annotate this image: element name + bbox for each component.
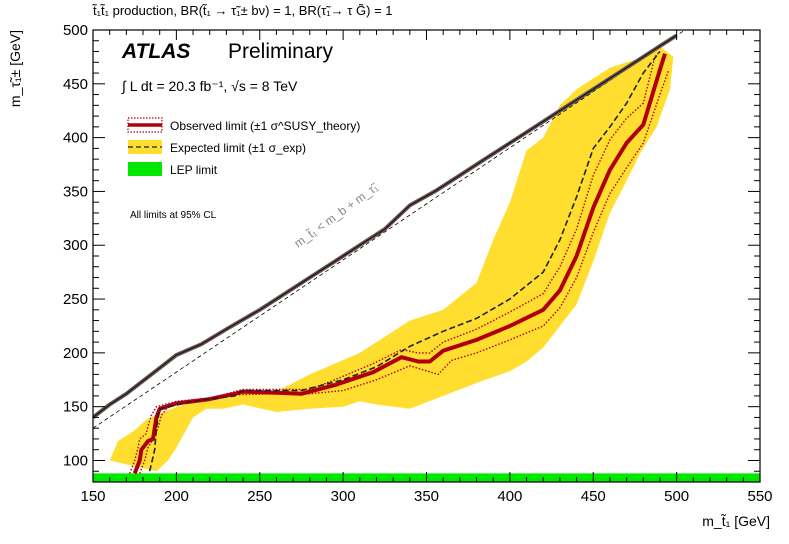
- y-tick-label: 400: [63, 130, 88, 147]
- y-tick-label: 500: [63, 22, 88, 39]
- expected-band-layer: [109, 46, 674, 472]
- legend-lep-label: LEP limit: [170, 163, 218, 177]
- x-tick-label: 550: [747, 488, 772, 505]
- y-axis-label: m_τ̃₁± [GeV]: [7, 30, 23, 107]
- y-tick-label: 450: [63, 76, 88, 93]
- x-tick-label: 200: [164, 488, 189, 505]
- expected-band: [109, 46, 674, 472]
- observed-limit-line: [132, 53, 667, 475]
- luminosity-label: ∫ L dt = 20.3 fb⁻¹, √s = 8 TeV: [121, 78, 298, 94]
- cl-note: All limits at 95% CL: [130, 210, 217, 221]
- x-tick-label: 500: [664, 488, 689, 505]
- expected-limit-line: [148, 51, 661, 472]
- preliminary-label: Preliminary: [228, 40, 334, 63]
- legend: ATLAS Preliminary ∫ L dt = 20.3 fb⁻¹, √s…: [121, 40, 360, 221]
- legend-expected-label: Expected limit (±1 σ_exp): [170, 141, 306, 155]
- x-tick-label: 250: [247, 488, 272, 505]
- x-tick-label: 450: [581, 488, 606, 505]
- x-tick-label: 150: [80, 488, 105, 505]
- y-tick-label: 150: [63, 399, 88, 416]
- y-tick-label: 200: [63, 345, 88, 362]
- legend-observed-swatch: [127, 117, 163, 133]
- series-layer: [129, 51, 669, 475]
- kinematic-boundary-layer: [93, 30, 686, 429]
- observed-minus-theory-line: [139, 70, 669, 474]
- y-tick-label: 250: [63, 291, 88, 308]
- x-tick-label: 400: [497, 488, 522, 505]
- observed-plus-theory-line: [129, 51, 661, 474]
- y-tick-label: 350: [63, 183, 88, 200]
- chart-title: t̃₁t̃₁ production, BR(t̃₁ → τ̃₁± bν) = 1…: [92, 3, 393, 18]
- legend-lep-swatch: [128, 162, 162, 176]
- axis-ticks: 150 200 250 300 350 400 450 500 550 100 150 200 250 3…: [63, 22, 773, 505]
- legend-expected-swatch: [128, 140, 162, 154]
- kinematic-boundary-core: [93, 34, 677, 418]
- x-tick-label: 300: [331, 488, 356, 505]
- y-tick-label: 100: [63, 452, 88, 469]
- legend-observed-label: Observed limit (±1 σ^SUSY_theory): [170, 119, 360, 133]
- y-tick-label: 300: [63, 237, 88, 254]
- plot-area: [93, 30, 760, 482]
- atlas-label: ATLAS: [121, 40, 190, 63]
- x-axis-label: m_t̃₁ [GeV]: [702, 513, 770, 529]
- x-tick-label: 350: [414, 488, 439, 505]
